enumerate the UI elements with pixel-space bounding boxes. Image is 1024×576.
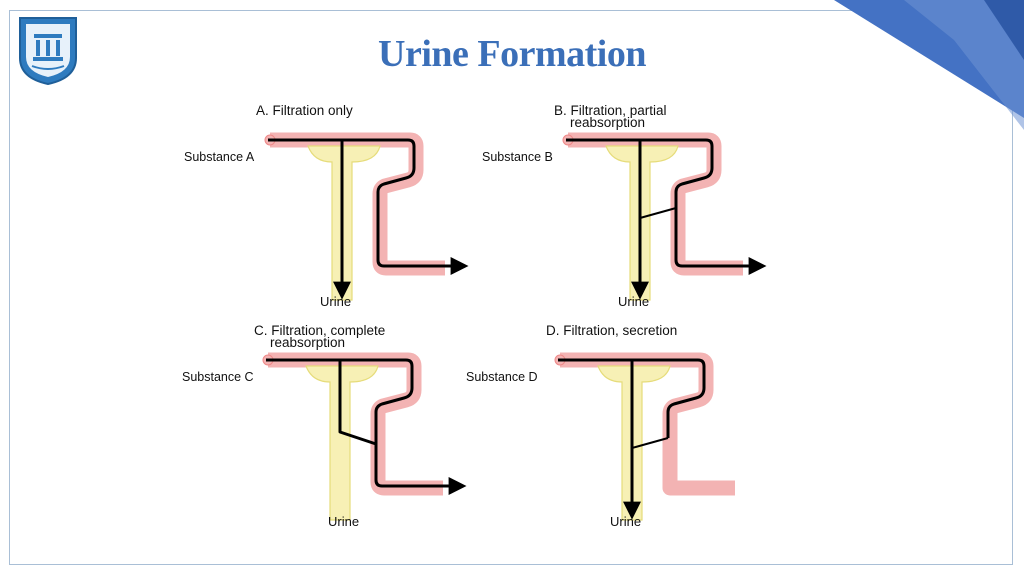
panel-caption-b: B. Filtration, partial: [554, 103, 667, 118]
substance-flow-efferent: [268, 138, 469, 275]
substance-flow-efferent: [566, 138, 767, 275]
panel-caption-d: D. Filtration, secretion: [546, 323, 677, 338]
slide-title: Urine Formation: [378, 33, 646, 75]
university-seal-icon: [19, 17, 77, 86]
bowman-capsule-tubule: [307, 145, 381, 301]
panel-caption-b: reabsorption: [570, 115, 645, 130]
urine-label-d: Urine: [610, 514, 641, 529]
panel-caption-c: reabsorption: [270, 335, 345, 350]
bowman-capsule-tubule: [605, 145, 679, 301]
nephron-panel-c: C. Filtration, completereabsorptionSubst…: [182, 323, 467, 529]
substance-flow-efferent: [266, 358, 467, 495]
panel-caption-c: C. Filtration, complete: [254, 323, 385, 338]
substance-label-b: Substance B: [482, 150, 553, 164]
substance-flow-filtrate: [338, 360, 377, 446]
urine-label-c: Urine: [328, 514, 359, 529]
substance-label-d: Substance D: [466, 370, 538, 384]
substance-label-c: Substance C: [182, 370, 254, 384]
urine-label-a: Urine: [320, 294, 351, 309]
corner-decoration: [834, 0, 1024, 130]
substance-label-a: Substance A: [184, 150, 255, 164]
panel-caption-a: A. Filtration only: [256, 103, 353, 118]
secretion-path: [631, 437, 669, 449]
reabsorption-path: [639, 207, 677, 219]
bowman-capsule-tubule: [597, 365, 671, 521]
urine-label-b: Urine: [618, 294, 649, 309]
nephron-panel-b: B. Filtration, partialreabsorptionSubsta…: [482, 103, 767, 309]
bowman-capsule-tubule: [305, 365, 379, 521]
substance-flow-efferent: [558, 358, 706, 438]
slide-frame: [9, 10, 1013, 565]
